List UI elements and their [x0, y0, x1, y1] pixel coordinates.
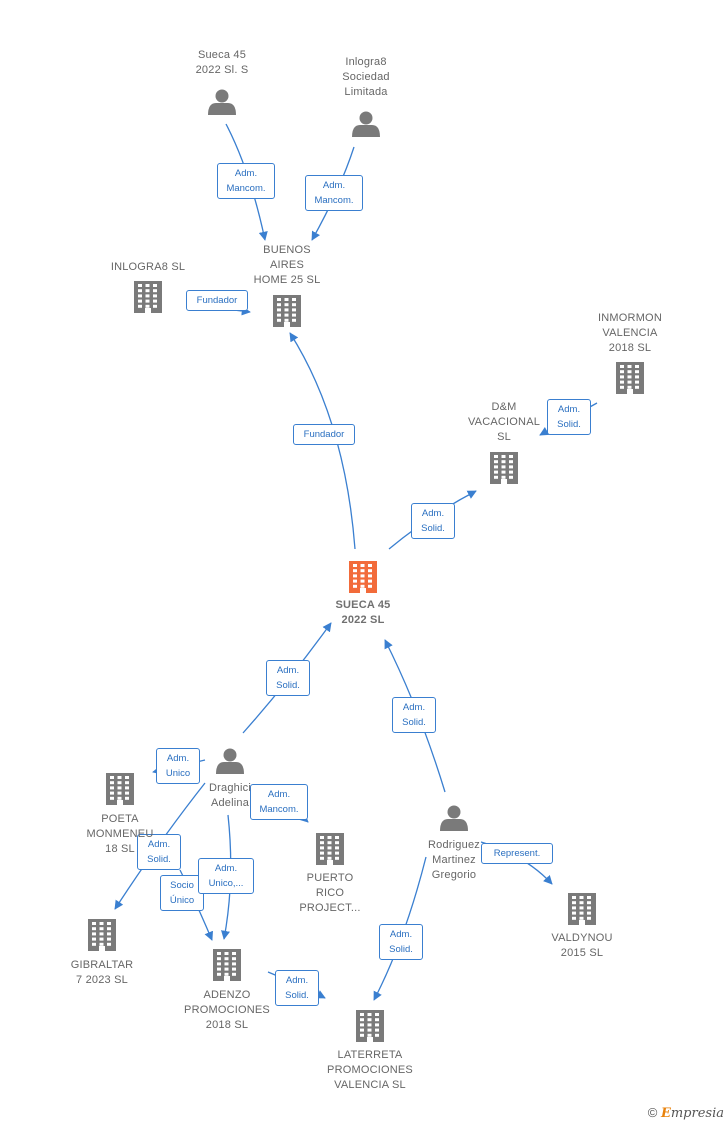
building-icon[interactable] [568, 893, 596, 925]
building-icon[interactable] [316, 833, 344, 865]
node-label-adenzo[interactable]: ADENZO PROMOCIONES 2018 SL [184, 989, 270, 1031]
node-label-sueca-person[interactable]: Sueca 45 2022 Sl. S [195, 49, 249, 76]
building-icon[interactable] [213, 949, 241, 981]
edge-label[interactable]: Fundador [186, 290, 248, 311]
node-label-inlogra8-sl[interactable]: INLOGRA8 SL [110, 261, 186, 273]
edge-label[interactable]: Adm. Solid. [379, 924, 423, 960]
edge-label[interactable]: Fundador [293, 424, 355, 445]
edge-label[interactable]: Socio Único [160, 875, 204, 911]
node-label-buenos-aires[interactable]: BUENOS AIRES HOME 25 SL [253, 244, 321, 286]
edge-label[interactable]: Adm. Mancom. [217, 163, 275, 199]
edge-label[interactable]: Represent. [481, 843, 553, 864]
node-label-valdynou[interactable]: VALDYNOU 2015 SL [551, 932, 613, 959]
brand-initial: E [660, 1106, 671, 1121]
edge-label[interactable]: Adm. Unico,... [198, 858, 254, 894]
node-label-dm-vacacional[interactable]: D&M VACACIONAL SL [467, 401, 541, 443]
building-icon[interactable] [490, 452, 518, 484]
copyright-watermark: © Empresia [648, 1105, 724, 1121]
node-label-laterreta[interactable]: LATERRETA PROMOCIONES VALENCIA SL [327, 1049, 413, 1091]
building-icon[interactable] [356, 1010, 384, 1042]
node-label-inmormon[interactable]: INMORMON VALENCIA 2018 SL [598, 312, 662, 354]
edge-label[interactable]: Adm. Mancom. [250, 784, 308, 820]
node-label-rodriguez[interactable]: Rodriguez Martinez Gregorio [428, 839, 480, 881]
copyright-symbol: © [647, 1105, 658, 1120]
person-icon[interactable] [208, 89, 236, 116]
brand-name: mpresia [670, 1106, 724, 1121]
node-label-puerto-rico[interactable]: PUERTO RICO PROJECT... [299, 872, 361, 914]
center-building-icon[interactable] [349, 561, 377, 593]
edge-label[interactable]: Adm. Solid. [547, 399, 591, 435]
node-label-gibraltar[interactable]: GIBRALTAR 7 2023 SL [70, 959, 134, 986]
node-label-inlogra8-person[interactable]: Inlogra8 Sociedad Limitada [342, 56, 390, 98]
edge-label[interactable]: Adm. Solid. [392, 697, 436, 733]
building-icon[interactable] [88, 919, 116, 951]
node-label-poeta[interactable]: POETA MONMENEU 18 SL [86, 813, 154, 855]
edge-label[interactable]: Adm. Solid. [266, 660, 310, 696]
building-icon[interactable] [106, 773, 134, 805]
person-icon[interactable] [440, 805, 468, 832]
edge-label[interactable]: Adm. Solid. [411, 503, 455, 539]
person-icon[interactable] [216, 748, 244, 775]
node-label-sueca-center[interactable]: SUECA 45 2022 SL [335, 599, 391, 626]
edge-label[interactable]: Adm. Mancom. [305, 175, 363, 211]
edge-label[interactable]: Adm. Unico [156, 748, 200, 784]
edge-label[interactable]: Adm. Solid. [137, 834, 181, 870]
building-icon[interactable] [134, 281, 162, 313]
edge-label[interactable]: Adm. Solid. [275, 970, 319, 1006]
node-label-draghici[interactable]: Draghici Adelina [209, 782, 251, 809]
person-icon[interactable] [352, 111, 380, 138]
building-icon[interactable] [616, 362, 644, 394]
building-icon[interactable] [273, 295, 301, 327]
